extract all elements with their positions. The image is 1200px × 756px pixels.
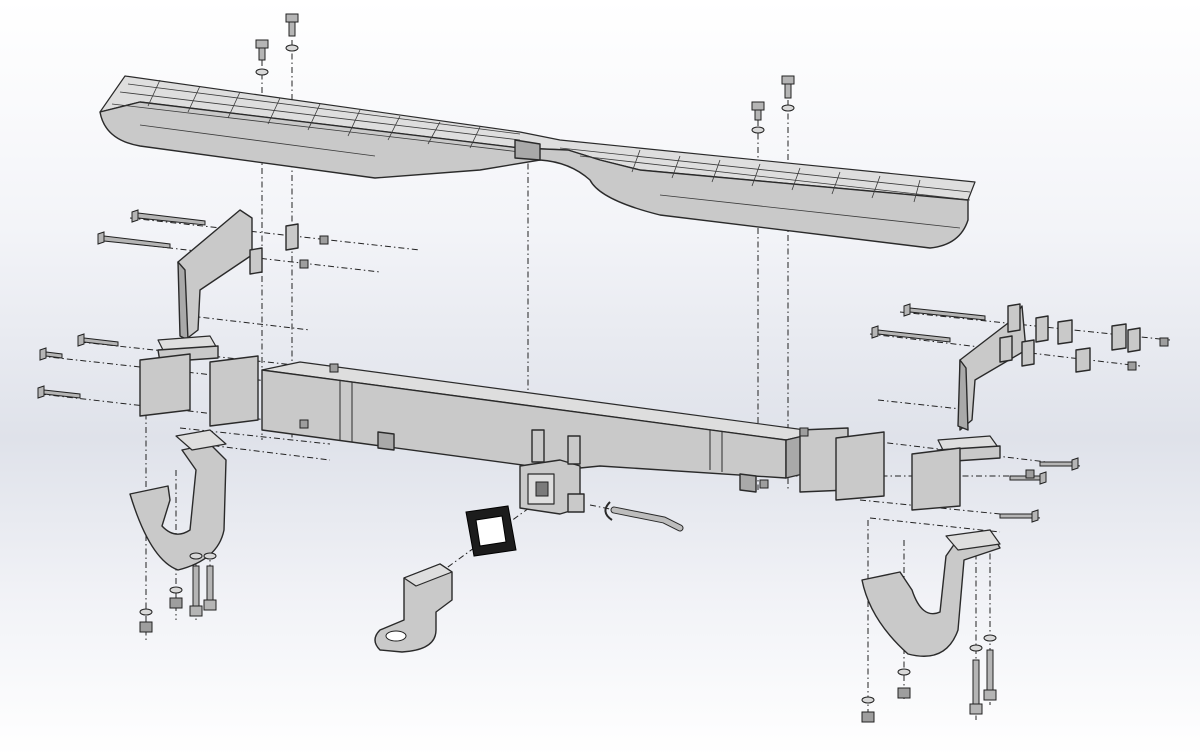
nut-icon <box>299 235 1169 489</box>
left-u-bracket <box>129 429 227 571</box>
long-bolt-icon <box>37 209 1079 523</box>
washer-icon <box>255 44 795 134</box>
receiver-crossbar <box>139 353 961 511</box>
step-bumper <box>99 75 976 249</box>
spacer-plate-icon <box>249 223 1141 373</box>
bolt-icon <box>255 13 795 121</box>
ball-mount <box>374 563 453 653</box>
hitch-pin <box>604 501 684 532</box>
vertical-bolt-icon <box>139 552 997 723</box>
receiver-box <box>519 429 585 515</box>
receiver-collar <box>465 505 517 557</box>
fasteners <box>37 13 1169 723</box>
right-u-bracket <box>861 529 1001 657</box>
left-vertical-bracket <box>157 209 253 363</box>
